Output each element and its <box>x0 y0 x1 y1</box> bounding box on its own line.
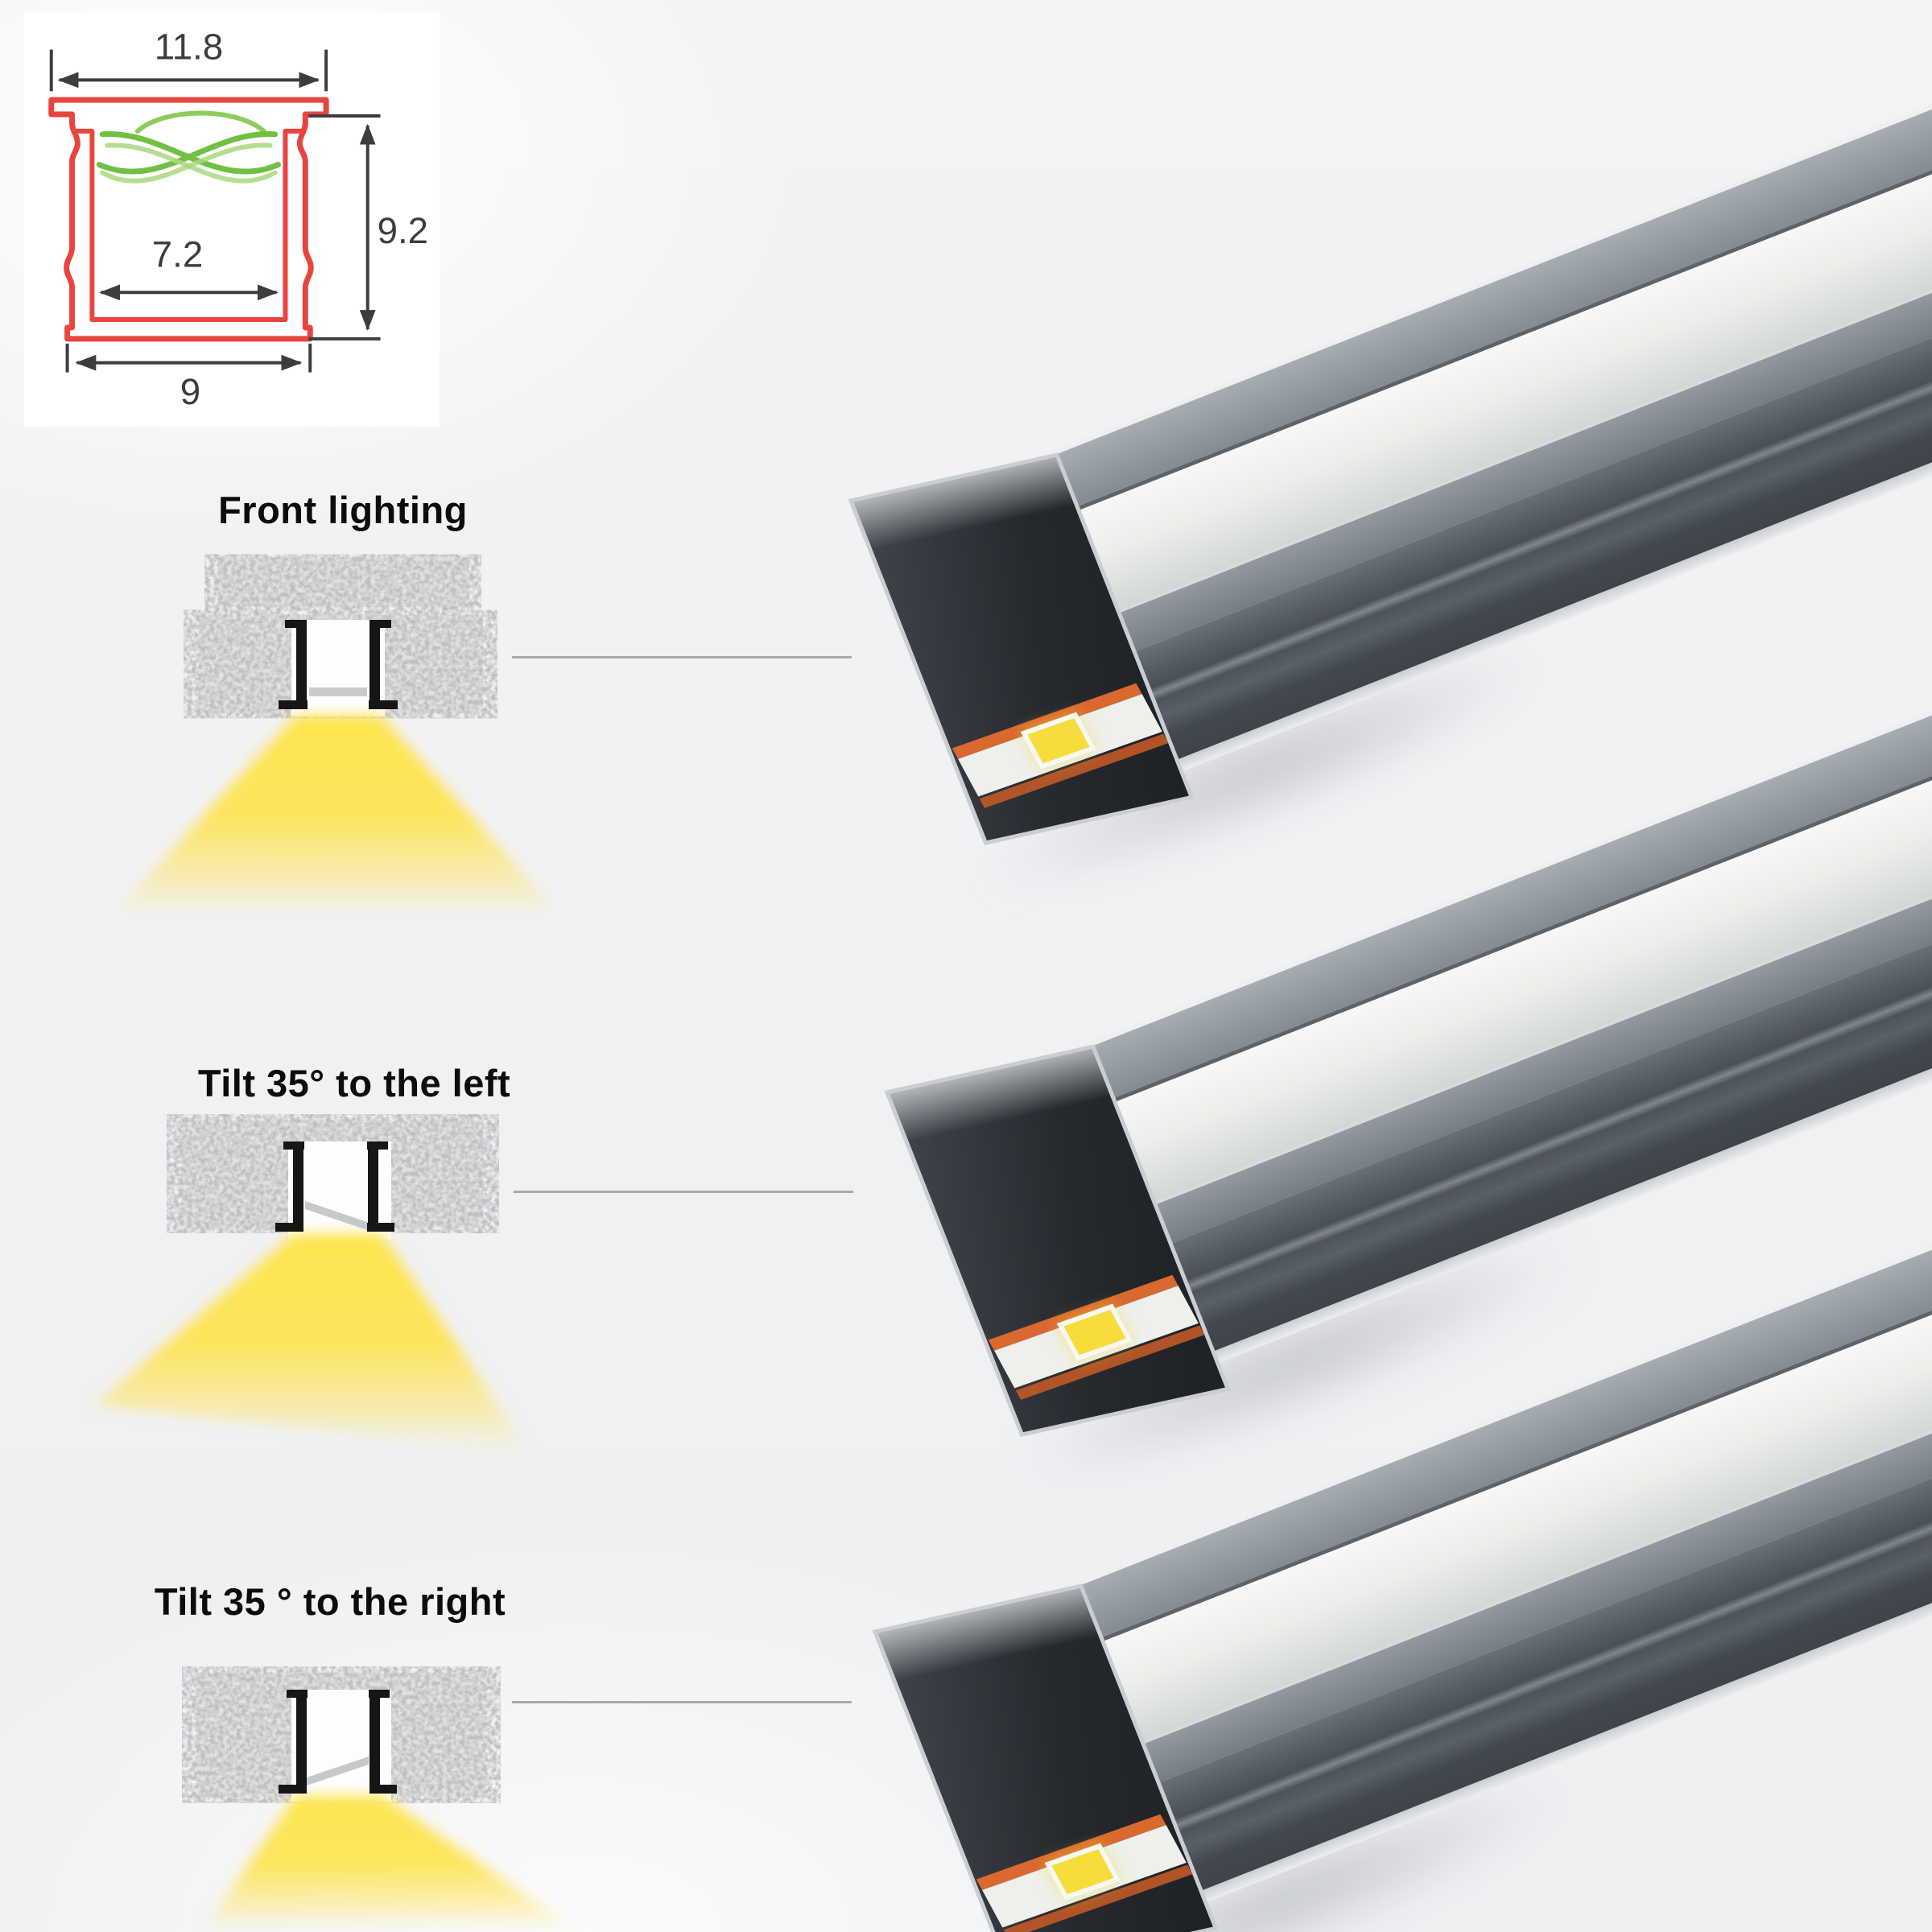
tilt-right-illustration <box>196 1673 580 1932</box>
dim-bottom-width-label: 9 <box>180 371 200 412</box>
led-plate <box>309 687 367 696</box>
pointer-line-tilt-left <box>514 1191 853 1193</box>
pointer-line-front <box>512 656 852 658</box>
dim-inner-width: 7.2 <box>99 234 279 301</box>
pointer-line-tilt-right <box>512 1701 852 1703</box>
section-label-front-lighting: Front lighting <box>218 489 468 531</box>
tilted-led-plate <box>305 1201 367 1230</box>
cross-section-drawing: 11.8 9.2 7.2 9 <box>48 27 428 412</box>
recessed-profile-icon <box>275 1141 394 1232</box>
section-label-tilt-left: Tilt 35° to the left <box>197 1062 511 1104</box>
dim-bottom-width: 9 <box>65 343 312 412</box>
mounting-clip-springs <box>96 110 282 184</box>
light-beam <box>201 1795 580 1932</box>
light-beam <box>93 1233 531 1454</box>
dim-top-width-label: 11.8 <box>155 27 223 68</box>
section-label-tilt-right: Tilt 35 ° to the right <box>154 1580 506 1623</box>
tilted-led-plate <box>307 1757 369 1785</box>
dim-inner-width-label: 7.2 <box>152 234 203 275</box>
recessed-profile-icon <box>279 1690 397 1794</box>
recessed-profile-icon <box>279 620 398 709</box>
dim-height-label: 9.2 <box>378 210 428 251</box>
tilt-left-illustration <box>93 1120 531 1454</box>
profile-outline <box>48 97 329 342</box>
front-lighting-illustration <box>109 557 564 918</box>
dimension-diagram: 11.8 9.2 7.2 9 <box>24 11 440 427</box>
profile-inner-cavity <box>72 128 306 323</box>
dim-height: 9.2 <box>308 114 428 341</box>
light-beam <box>109 715 564 918</box>
recessed-led-profile-top <box>848 76 1932 927</box>
dim-top-width: 11.8 <box>49 27 328 92</box>
ceiling-panel <box>217 557 469 607</box>
